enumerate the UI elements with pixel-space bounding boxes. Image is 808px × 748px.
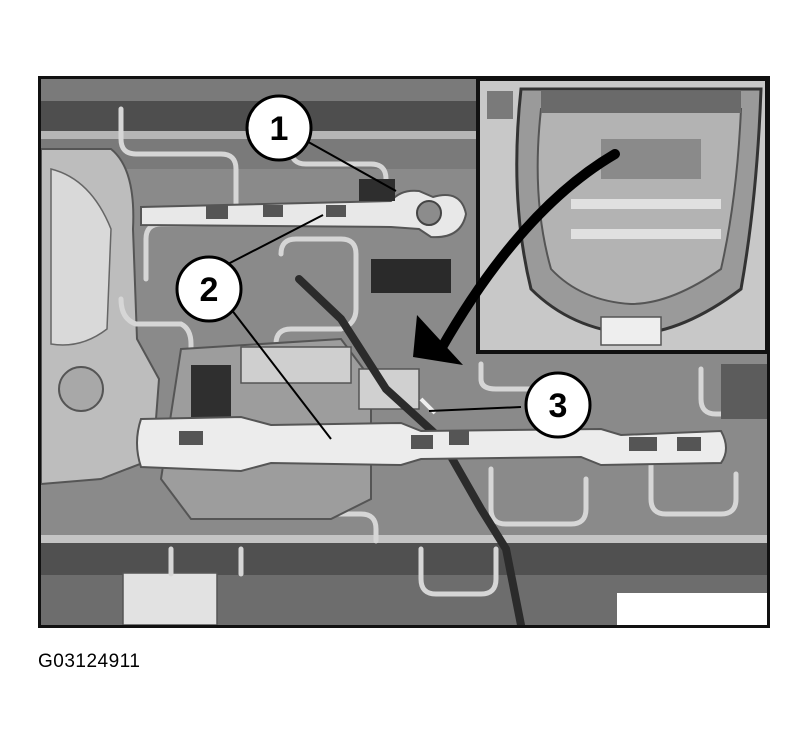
direction-arrow-head xyxy=(413,315,463,365)
callout-label: 3 xyxy=(549,387,568,425)
strap-fastener xyxy=(416,200,442,226)
callout-circle xyxy=(175,255,243,323)
motor-housing-face xyxy=(50,168,112,346)
bottom-rail-highlight xyxy=(41,535,767,543)
inset-plate xyxy=(600,316,662,346)
leader-line-2a xyxy=(225,214,324,266)
callout-circle xyxy=(524,371,592,439)
strap-slot xyxy=(263,205,283,217)
clip-1 xyxy=(359,179,395,201)
right-connector xyxy=(721,364,767,419)
inset-strap xyxy=(571,199,721,209)
callout-1: 1 xyxy=(245,94,313,162)
inset-overview xyxy=(476,79,767,354)
callout-3: 3 xyxy=(524,371,592,439)
callout-circle xyxy=(245,94,313,162)
bottom-right-patch xyxy=(617,593,767,625)
module-label xyxy=(240,346,352,384)
leader-line-3 xyxy=(428,406,522,412)
spring-wire xyxy=(698,366,767,417)
bottom-bracket xyxy=(122,572,218,625)
inset-top-bar xyxy=(541,91,741,113)
spring-wire xyxy=(648,456,739,517)
clip-base xyxy=(371,259,451,293)
connector-block xyxy=(191,365,231,425)
seat-mechanism-photo: 1 2 3 xyxy=(41,79,767,625)
strap-slot xyxy=(206,205,228,219)
strap-slot xyxy=(411,435,433,449)
spring-wire xyxy=(168,546,499,597)
strap-slot xyxy=(629,437,657,451)
strap-slot xyxy=(449,431,469,445)
inset-module xyxy=(601,139,701,179)
strap-slot xyxy=(326,205,346,217)
strap-slot xyxy=(677,437,701,451)
inset-corner-part xyxy=(487,91,513,119)
figure-id: G03124911 xyxy=(38,651,141,672)
motor-gear xyxy=(58,366,104,412)
photo-frame: 1 2 3 xyxy=(38,76,770,628)
leader-line-2b xyxy=(230,308,332,440)
leader-line-1 xyxy=(302,138,397,192)
callout-2: 2 xyxy=(175,255,243,323)
inset-strap xyxy=(571,229,721,239)
spring-wire xyxy=(488,466,589,527)
callout-label: 2 xyxy=(200,271,219,309)
strap-slot xyxy=(179,431,203,445)
upper-strap xyxy=(140,189,468,239)
direction-arrow-shaft xyxy=(436,149,620,354)
spring-wire xyxy=(273,236,359,402)
spring-wire xyxy=(118,296,194,382)
bottom-rail xyxy=(41,541,767,575)
callout-label: 1 xyxy=(270,110,289,148)
